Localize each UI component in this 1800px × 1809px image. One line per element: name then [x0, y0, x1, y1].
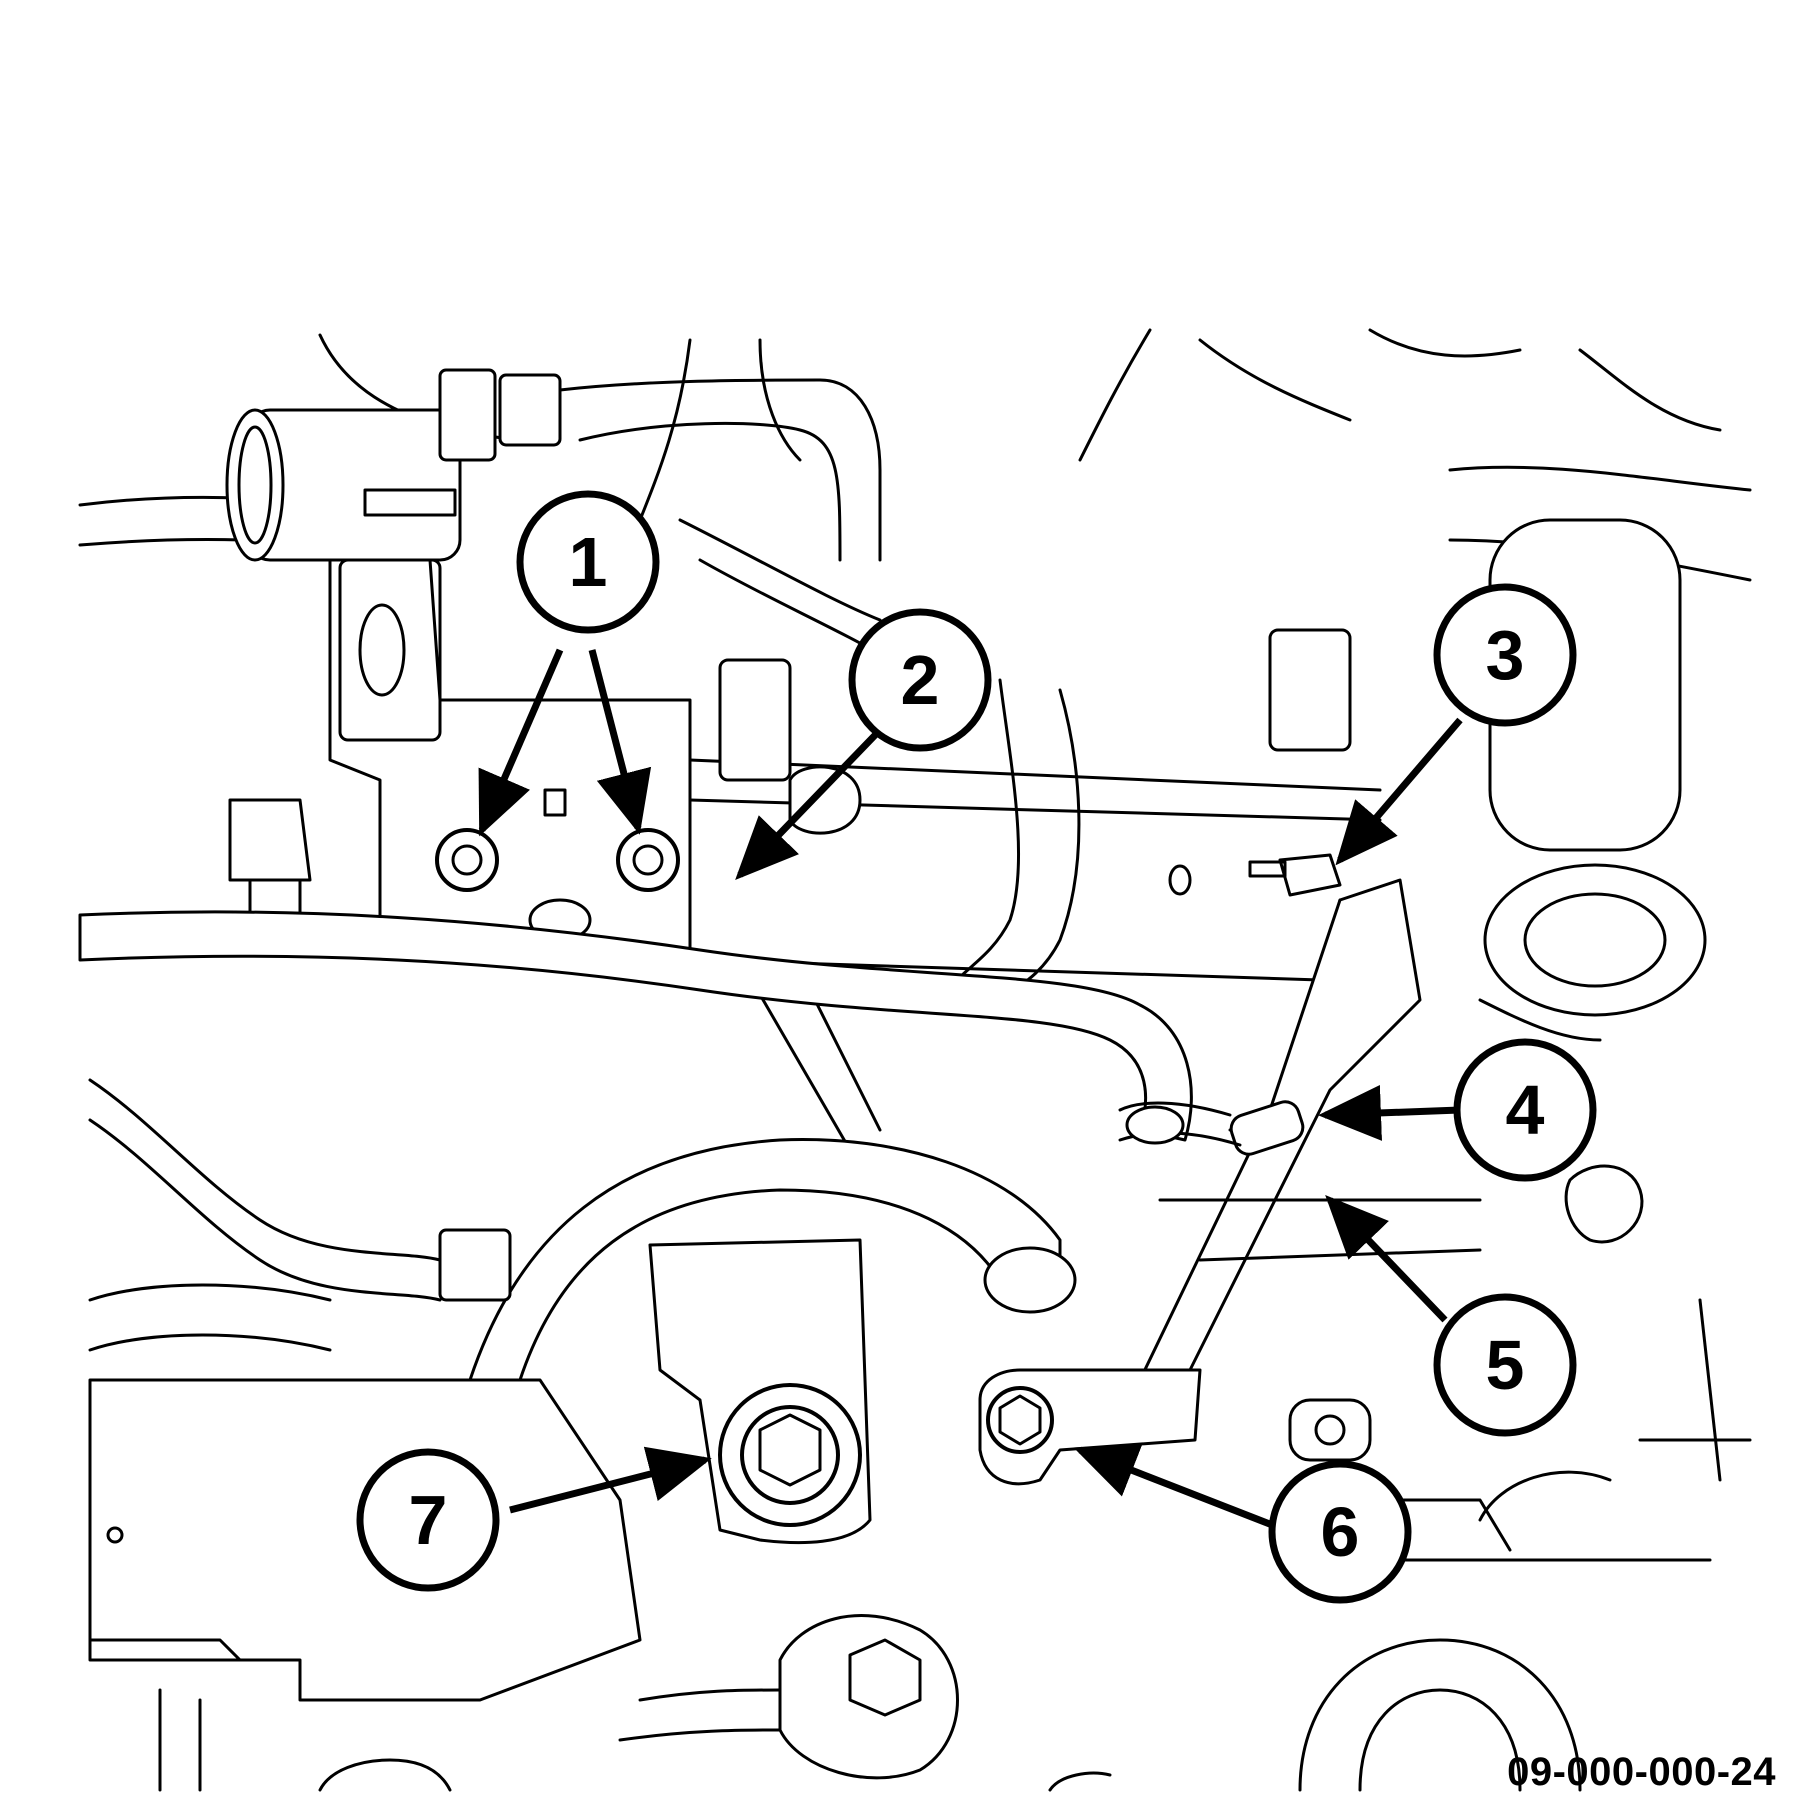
callout-3-label: 3: [1486, 616, 1525, 694]
callout-4: 4: [1453, 1038, 1597, 1182]
callout-5-label: 5: [1486, 1326, 1525, 1404]
callout-5: 5: [1433, 1293, 1577, 1437]
callout-4-label: 4: [1506, 1071, 1545, 1149]
callout-1: 1: [516, 490, 660, 634]
callout-7: 7: [356, 1448, 500, 1592]
callout-6: 6: [1268, 1460, 1412, 1604]
figure-reference-code: 09-000-000-24: [1507, 1750, 1776, 1794]
engine-linework: [78, 328, 1752, 1792]
callout-arrows: [478, 648, 1463, 1534]
callout-3: 3: [1433, 583, 1577, 727]
callout-2-label: 2: [901, 641, 940, 719]
callout-2: 2: [848, 608, 992, 752]
callout-1-label: 1: [569, 523, 608, 601]
callout-6-label: 6: [1321, 1493, 1360, 1571]
callout-7-label: 7: [409, 1481, 448, 1559]
